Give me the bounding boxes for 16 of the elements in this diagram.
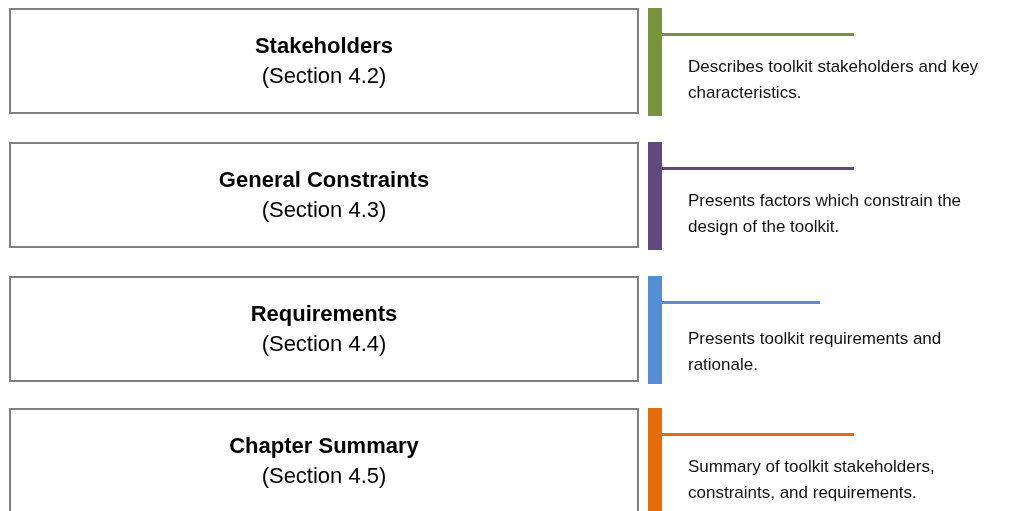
section-title: Requirements <box>250 300 398 328</box>
section-reference: (Section 4.3) <box>261 196 387 224</box>
section-box <box>9 408 639 511</box>
description-text: Presents toolkit requirements and rationale. <box>688 328 943 376</box>
section-reference: (Section 4.2) <box>261 62 387 90</box>
section-title: General Constraints <box>218 166 430 194</box>
description-text: Summary of toolkit stakeholders, constraints, and requirements. <box>688 456 936 504</box>
section-box <box>9 8 639 114</box>
section-reference: (Section 4.4) <box>261 330 387 358</box>
description-text: Describes toolkit stakeholders and key characteristics. <box>688 56 980 104</box>
section-title: Chapter Summary <box>229 432 419 460</box>
section-box <box>9 142 639 248</box>
section-box <box>9 276 639 382</box>
section-reference: (Section 4.5) <box>261 462 387 490</box>
section-title: Stakeholders <box>254 32 394 60</box>
description-text: Presents factors which constrain the design of the toolkit. <box>688 190 963 238</box>
